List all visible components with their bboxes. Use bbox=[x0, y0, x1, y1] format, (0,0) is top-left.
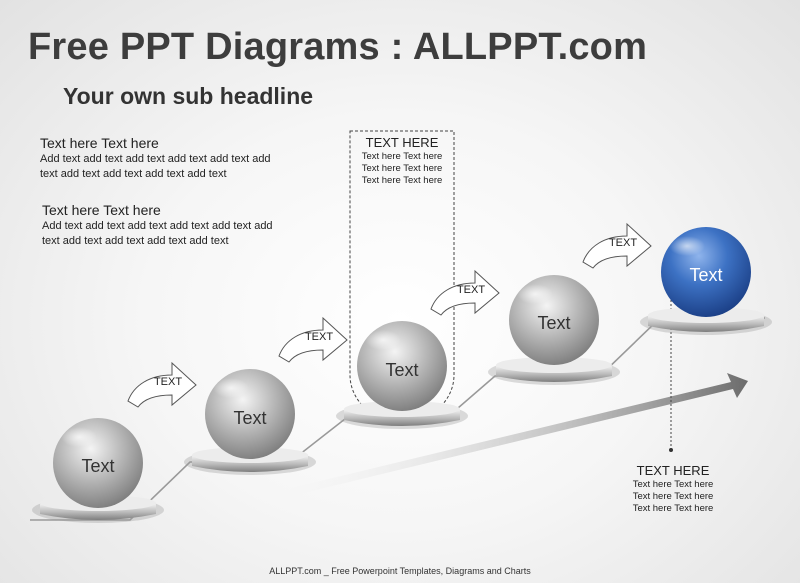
footer: ALLPPT.com _ Free Powerpoint Templates, … bbox=[269, 566, 531, 576]
step-4: Text bbox=[488, 275, 620, 385]
text-block-body-line: text add text add text add text add text bbox=[42, 235, 229, 247]
trend-arrow bbox=[250, 373, 748, 505]
callout-heading: TEXT HERE bbox=[365, 135, 439, 150]
callout-line: Text here Text here bbox=[632, 491, 714, 502]
callout-top: TEXT HERE Text here Text here Text here … bbox=[352, 135, 452, 187]
text-block-1: Text here Text here Add text add text ad… bbox=[40, 135, 271, 182]
callout-bottom: TEXT HERE Text here Text here Text here … bbox=[618, 463, 728, 515]
arrow-label: TEXT bbox=[457, 284, 485, 296]
callout-line: Text here Text here bbox=[361, 163, 443, 174]
curved-arrow-4: TEXT bbox=[582, 222, 652, 269]
step-3: Text bbox=[336, 321, 468, 429]
text-block-heading: Text here Text here bbox=[42, 202, 161, 218]
callout-line: Text here Text here bbox=[632, 503, 714, 514]
step-2: Text bbox=[184, 369, 316, 475]
arrow-label: TEXT bbox=[609, 237, 637, 249]
text-block-body-line: text add text add text add text add text bbox=[40, 168, 227, 180]
callout-line: Text here Text here bbox=[361, 151, 443, 162]
page-subtitle: Your own sub headline bbox=[63, 83, 314, 109]
sphere-label: Text bbox=[689, 265, 722, 285]
curved-arrow-3: TEXT bbox=[430, 269, 500, 316]
curved-arrow-2: TEXT bbox=[278, 316, 348, 363]
page-title: Free PPT Diagrams : ALLPPT.com bbox=[28, 26, 648, 68]
sphere-label: Text bbox=[537, 313, 570, 333]
step-1: Text bbox=[32, 418, 164, 523]
curved-arrow-1: TEXT bbox=[127, 361, 197, 408]
arrow-label: TEXT bbox=[154, 376, 182, 388]
sphere-label: Text bbox=[233, 408, 266, 428]
sphere-label: Text bbox=[385, 360, 418, 380]
sphere-label: Text bbox=[81, 456, 114, 476]
text-block-body-line: Add text add text add text add text add … bbox=[40, 153, 271, 165]
callout-heading: TEXT HERE bbox=[636, 463, 710, 478]
arrow-label: TEXT bbox=[305, 331, 333, 343]
step-5: Text bbox=[640, 227, 772, 335]
text-block-heading: Text here Text here bbox=[40, 135, 159, 151]
text-block-body-line: Add text add text add text add text add … bbox=[42, 220, 273, 232]
callout-line: Text here Text here bbox=[361, 175, 443, 186]
callout-line: Text here Text here bbox=[632, 479, 714, 490]
text-block-2: Text here Text here Add text add text ad… bbox=[42, 202, 273, 249]
